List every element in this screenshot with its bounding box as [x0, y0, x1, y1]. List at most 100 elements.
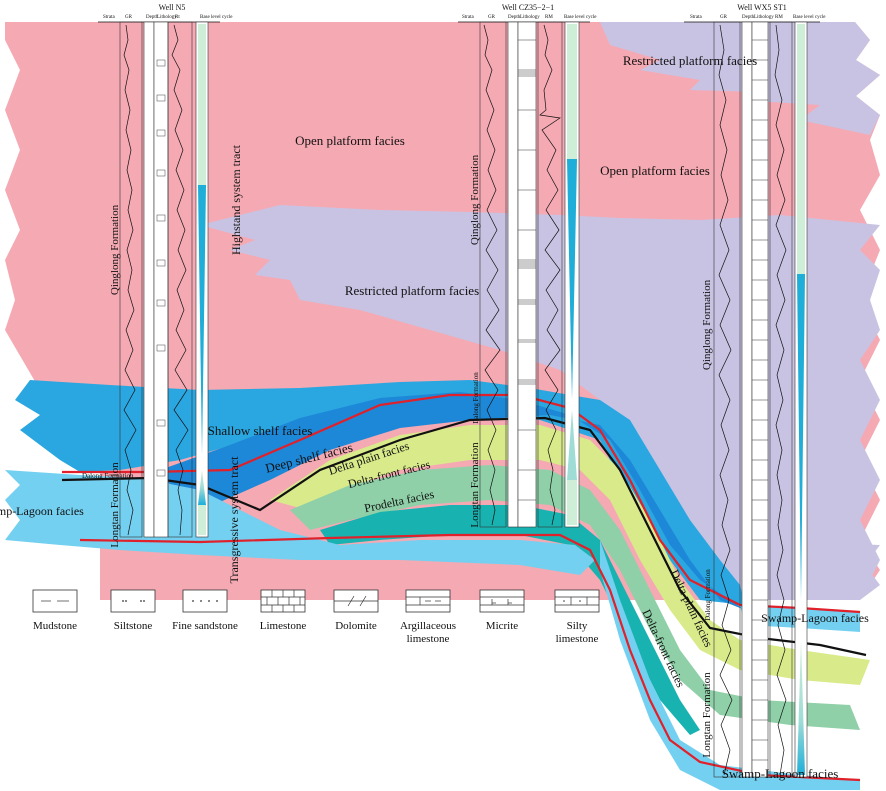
n5-gr-header: GR — [125, 15, 133, 20]
cz-qinglong-label: Qinglong Formation — [469, 154, 481, 245]
legend-label-mudstone: Mudstone — [33, 620, 77, 632]
wx-cycle-header: Base level cycle — [793, 15, 826, 20]
n5-qinglong-label: Qinglong Formation — [109, 204, 121, 295]
wx-longtan-label: Longtan Formation — [701, 672, 713, 758]
cz-depth-header: Depth — [508, 15, 521, 20]
cz-dalong-label: Dalong Formation — [472, 372, 480, 424]
wx-rm-track — [769, 21, 793, 778]
legend-label-dolomite: Dolomite — [335, 620, 377, 632]
n5-longtan-label: Longtan Formation — [109, 462, 121, 548]
n5-depth-track — [143, 21, 155, 538]
shallow-shelf-label: Shallow shelf facies — [208, 423, 313, 438]
n5-gr-curve — [123, 24, 137, 536]
legend-item-limestone: Limestone — [260, 589, 307, 632]
well-n5: Well N5 Strata GR Depth Lithology Rt Bas… — [98, 3, 233, 538]
cz-longtan-label: Longtan Formation — [469, 442, 481, 528]
legend-item-fine-sandstone: Fine sandstone — [172, 589, 238, 632]
legend-label-silty-limestone: Silty — [567, 620, 588, 632]
swamp-lagoon-label-bottom: Swamp-Lagoon facies — [722, 766, 839, 781]
legend-swatch-mudstone — [32, 589, 78, 613]
legend-swatch-silty-limestone — [554, 589, 600, 613]
well-n5-title: Well N5 — [159, 3, 186, 12]
red-boundary-lower — [79, 533, 861, 782]
n5-lithology-track — [153, 21, 169, 538]
cz-cycle-lower — [567, 410, 577, 480]
n5-dalong-label: Dalong Formation — [82, 472, 134, 480]
legend-label-micrite: Micrite — [486, 620, 518, 632]
cz-gr-track — [479, 21, 507, 528]
open-platform-label-1: Open platform facies — [295, 133, 405, 148]
wx-depth-track — [741, 21, 753, 778]
well-wx-title: Well WX5 ST1 — [737, 3, 786, 12]
legend-label-fine-sandstone: Fine sandstone — [172, 620, 238, 632]
cz-rm-header: RM — [545, 15, 553, 20]
wx-lithology-track — [751, 21, 769, 778]
wx-strata-header: Strata — [690, 15, 702, 20]
n5-rt-track — [167, 21, 193, 538]
wx-gr-track — [713, 21, 741, 778]
wx-cycle-fill — [797, 274, 805, 600]
wx-dalong-label: Dalong Formation — [704, 569, 712, 621]
restricted-platform-lower-right — [740, 540, 880, 600]
n5-gr-track — [119, 21, 143, 538]
wx-lithology-hatching — [752, 39, 768, 761]
n5-lithology-header: Lithology — [157, 15, 177, 20]
wx-qinglong-label: Qinglong Formation — [701, 279, 713, 370]
n5-rt-curve — [171, 24, 189, 536]
formation-labels: Qinglong Formation Dalong Formation Long… — [82, 154, 713, 757]
system-tract-labels: Highstand system tract Transgressive sys… — [227, 144, 243, 583]
n5-depth-header: Depth — [146, 15, 159, 20]
restricted-platform-label-1: Restricted platform facies — [345, 283, 479, 298]
cz-cycle-upper — [567, 24, 577, 159]
wx-rm-header: RM — [775, 15, 783, 20]
swamp-lagoon-belt-right — [600, 540, 860, 790]
wx-cycle-upper — [797, 24, 805, 274]
wx-rm-curve — [774, 24, 787, 776]
swamp-lagoon-label-left: Swamp-Lagoon facies — [0, 504, 84, 518]
wx-depth-header: Depth — [742, 15, 755, 20]
n5-cycle-lower — [198, 470, 206, 505]
legend-label-argillaceous-limestone-line2: limestone — [407, 633, 450, 645]
cz-cycle-fill — [567, 159, 577, 400]
deep-shelf-belt — [160, 392, 745, 610]
cz-gr-header: GR — [488, 15, 496, 20]
n5-strata-header: Strata — [103, 15, 115, 20]
cz-lithology-track — [517, 21, 537, 528]
wx-lithology-header: Lithology — [754, 15, 774, 20]
cz-rm-track — [537, 21, 563, 528]
legend-label-silty-limestone-line2: limestone — [556, 633, 599, 645]
legend-item-mudstone: Mudstone — [32, 589, 78, 632]
transgressive-tract-label: Transgressive system tract — [227, 456, 241, 584]
n5-rt-header: Rt — [175, 15, 180, 20]
n5-cycle-fill — [198, 185, 206, 455]
legend-swatch-fine-sandstone — [182, 589, 228, 613]
cz-lithology-hatching — [518, 39, 536, 501]
cz-lithology-header: Lithology — [520, 15, 540, 20]
legend-item-micrite: Micrite — [479, 589, 525, 632]
lithology-legend: Mudstone Siltstone Fine sandstone Limestone… — [32, 589, 600, 645]
legend-item-dolomite: Dolomite — [333, 589, 379, 632]
n5-lithology-symbols — [156, 59, 166, 477]
delta-plain-belt — [270, 425, 870, 685]
wx-gr-curve — [718, 24, 733, 776]
swamp-lagoon-label-upper-right: Swamp-Lagoon facies — [761, 611, 869, 625]
n5-cycle-upper — [198, 24, 206, 185]
open-platform-label-2: Open platform facies — [600, 163, 710, 178]
legend-swatch-siltstone — [110, 589, 156, 613]
legend-label-argillaceous-limestone: Argillaceous — [400, 620, 456, 632]
cz-gr-curve — [483, 24, 501, 526]
legend-swatch-micrite — [479, 589, 525, 613]
cz-rm-curve — [539, 24, 561, 526]
legend-label-siltstone: Siltstone — [114, 620, 153, 632]
cz-strata-header: Strata — [462, 15, 474, 20]
cz-depth-track — [507, 21, 519, 528]
cz-cycle-header: Base level cycle — [564, 15, 597, 20]
restricted-platform-central — [200, 205, 880, 600]
restricted-platform-label-2: Restricted platform facies — [623, 53, 757, 68]
legend-label-limestone: Limestone — [260, 620, 307, 632]
well-cz35-2-1: Well CZ35−2−1 Strata GR Depth Lithology … — [458, 3, 597, 528]
well-wx5-st1: Well WX5 ST1 Strata GR Depth Lithology R… — [684, 3, 826, 778]
